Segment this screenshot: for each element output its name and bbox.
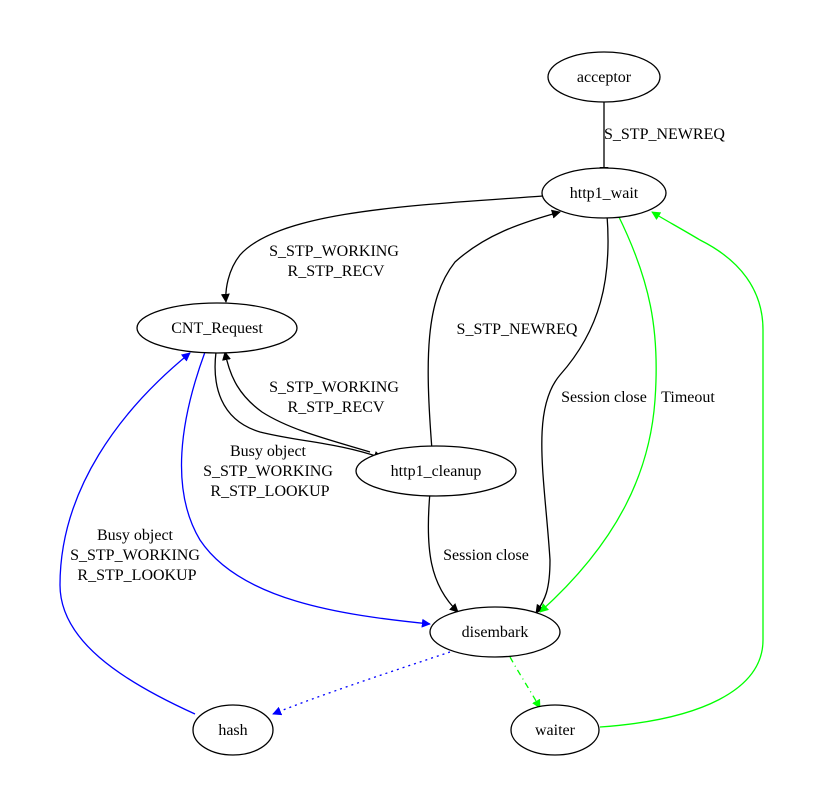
edge-label-http1-wait-to-disembark: Session close: [561, 389, 647, 406]
edge-label-http1-cleanup-to-cnt-request: S_STP_WORKING R_STP_RECV: [269, 379, 403, 416]
edge-http1-cleanup-to-cnt-request: [222, 351, 371, 453]
edge-label-timeout: Timeout: [661, 389, 715, 406]
node-label-waiter: waiter: [535, 722, 576, 739]
edge-labels: S_STP_NEWREQ S_STP_WORKING R_STP_RECV S_…: [70, 126, 725, 584]
edge-disembark-to-waiter: [509, 656, 541, 709]
node-disembark: disembark: [429, 606, 561, 658]
edges: [59, 101, 764, 728]
node-cnt-request: CNT_Request: [136, 302, 298, 354]
edge-label-http1-wait-to-cnt-request: S_STP_WORKING R_STP_RECV: [269, 243, 403, 280]
edge-label-http1-cleanup-to-http1-wait: S_STP_NEWREQ: [457, 321, 578, 338]
node-http1-cleanup: http1_cleanup: [355, 445, 517, 497]
node-http1-wait: http1_wait: [541, 167, 667, 219]
edge-http1-cleanup-to-disembark: [427, 491, 459, 613]
edge-hash-to-cnt-request: [59, 352, 196, 715]
node-label-cnt-request: CNT_Request: [171, 320, 263, 337]
node-label-hash: hash: [218, 722, 247, 739]
edge-waiter-to-http1-wait: [599, 211, 764, 728]
edge-label-acceptor-to-http1-wait: S_STP_NEWREQ: [604, 126, 725, 143]
node-acceptor: acceptor: [547, 51, 661, 103]
node-waiter: waiter: [510, 704, 600, 756]
edge-http1-wait-to-cnt-request: [220, 195, 544, 303]
node-label-http1-cleanup: http1_cleanup: [391, 463, 482, 480]
node-label-http1-wait: http1_wait: [570, 185, 639, 202]
node-label-acceptor: acceptor: [577, 69, 632, 86]
node-hash: hash: [192, 704, 274, 756]
edge-label-cnt-request-to-disembark: Busy object S_STP_WORKING R_STP_LOOKUP: [203, 443, 337, 500]
edge-cnt-request-to-disembark: [180, 351, 431, 628]
edge-label-hash-to-cnt-request: Busy object S_STP_WORKING R_STP_LOOKUP: [70, 527, 204, 584]
edge-disembark-to-hash: [272, 651, 451, 716]
edge-cnt-request-to-http1-cleanup: [214, 351, 383, 460]
edge-http1-wait-to-disembark: [535, 214, 609, 614]
edge-http1-wait-to-disembark-timeout: [539, 214, 657, 613]
edge-http1-cleanup-to-http1-wait: [427, 209, 561, 451]
node-label-disembark: disembark: [462, 624, 529, 641]
edge-label-http1-cleanup-to-disembark: Session close: [443, 547, 529, 564]
